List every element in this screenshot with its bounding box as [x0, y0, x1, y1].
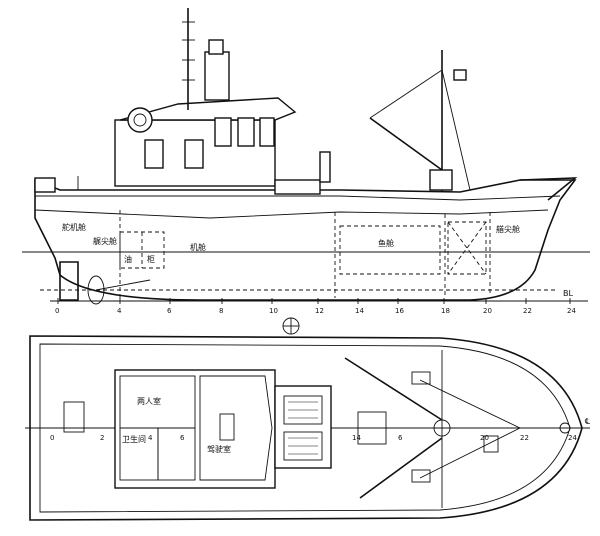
plan-boom-port — [344, 357, 443, 421]
propeller-shaft — [95, 279, 151, 291]
plan-locker — [157, 427, 196, 481]
exhaust-funnel — [319, 151, 331, 183]
plan-engine-skylight-1 — [283, 395, 323, 425]
plan-aft-hatch — [63, 401, 85, 433]
label-tank-a: 油 — [124, 254, 132, 264]
plan-frame-tick-label: 14 — [352, 434, 361, 442]
plan-frame-tick-label: 0 — [50, 434, 54, 442]
winch — [429, 169, 453, 191]
label-baseline: BL — [563, 289, 573, 298]
boom-stay — [369, 69, 443, 119]
plan-winch-stbd — [411, 469, 431, 483]
side-frame-tick-label: 10 — [269, 307, 278, 315]
plan-bow-fairlead — [559, 422, 571, 434]
plan-boom-stbd — [359, 437, 443, 499]
label-tank-b: 柜 — [147, 254, 155, 264]
radar-box — [208, 39, 224, 55]
side-frame-tick-label: 0 — [55, 307, 59, 315]
plan-frame-tick-label: 22 — [520, 434, 529, 442]
label-toilet: 卫生间 — [122, 434, 146, 444]
wheelhouse-window-3 — [259, 117, 275, 147]
searchlight-lens — [133, 113, 147, 127]
plan-frame-tick-label: 2 — [100, 434, 104, 442]
side-frame-tick-label: 22 — [523, 307, 532, 315]
plan-engine-hatch — [274, 385, 332, 469]
plan-wheelhouse — [199, 375, 273, 481]
plan-stay-1 — [419, 379, 521, 429]
plan-stay-2 — [419, 427, 521, 479]
fore-tank-cross-1 — [447, 221, 487, 275]
mast-house — [204, 51, 230, 101]
plan-frame-tick-label: 6 — [180, 434, 185, 442]
fore-tank-cross-2 — [447, 221, 487, 275]
aft-bulwark-box — [34, 177, 56, 193]
deck-line — [35, 195, 561, 201]
label-engine-room: 机舱 — [190, 242, 206, 252]
masthead-light — [453, 69, 467, 81]
side-frame-tick-label: 18 — [441, 307, 450, 315]
label-fish-hold: 鱼舱 — [378, 238, 394, 248]
side-frame-tick-label: 4 — [117, 307, 122, 315]
side-elevation-view: 舵机舱 艉尖舱 油 柜 机舱 鱼舱 艏尖舱 BL 0 4 6 8 10 12 14 16 18 2… — [22, 8, 590, 315]
side-frame-tick-label: 8 — [219, 307, 223, 315]
searchlight — [127, 107, 153, 133]
fore-stay — [441, 69, 471, 191]
side-frame-tick-label: 24 — [567, 307, 576, 315]
derrick-boom — [369, 117, 443, 171]
plan-winch-port — [411, 371, 431, 385]
fish-hold-box — [339, 225, 441, 275]
side-frame-tick-label: 20 — [483, 307, 492, 315]
plan-fish-hatch — [357, 411, 387, 445]
label-fore-peak: 艏尖舱 — [496, 224, 520, 234]
label-aft-peak: 艉尖舱 — [93, 236, 117, 246]
side-frame-tick-label: 14 — [355, 307, 364, 315]
plan-console — [219, 413, 235, 441]
plan-fore-hatch — [483, 435, 499, 453]
label-centerline: ℄ — [585, 417, 591, 426]
engine-casing — [274, 179, 321, 195]
label-steering-gear: 舵机舱 — [62, 222, 86, 232]
side-frame-tick-label: 6 — [167, 307, 172, 315]
plan-frame-tick-label: 20 — [480, 434, 489, 442]
cabin-window-2 — [184, 139, 204, 169]
wheelhouse-window-2 — [237, 117, 255, 147]
cabin-window-1 — [144, 139, 164, 169]
propeller — [87, 275, 105, 305]
rudder — [59, 261, 79, 301]
plan-engine-skylight-2 — [283, 431, 323, 461]
side-frame-tick-label: 16 — [395, 307, 404, 315]
wheelhouse-window-1 — [214, 117, 232, 147]
label-wheelhouse: 驾驶室 — [207, 444, 231, 454]
plan-view: ℄ 两人室 卫生间 驾驶室 — [25, 317, 591, 521]
plan-frame-tick-label: 4 — [148, 434, 153, 442]
side-frame-ticks: 0 4 6 8 10 12 14 16 18 20 22 24 — [55, 298, 576, 315]
label-crew-room: 两人室 — [137, 396, 161, 406]
fore-tank-box — [447, 221, 487, 275]
plan-frame-tick-label: 6 — [398, 434, 403, 442]
plan-frame-tick-label: 24 — [568, 434, 577, 442]
sheer-line — [34, 209, 549, 219]
hull-outline — [34, 178, 577, 301]
bow-stem — [519, 177, 578, 201]
side-frame-tick-label: 12 — [315, 307, 324, 315]
